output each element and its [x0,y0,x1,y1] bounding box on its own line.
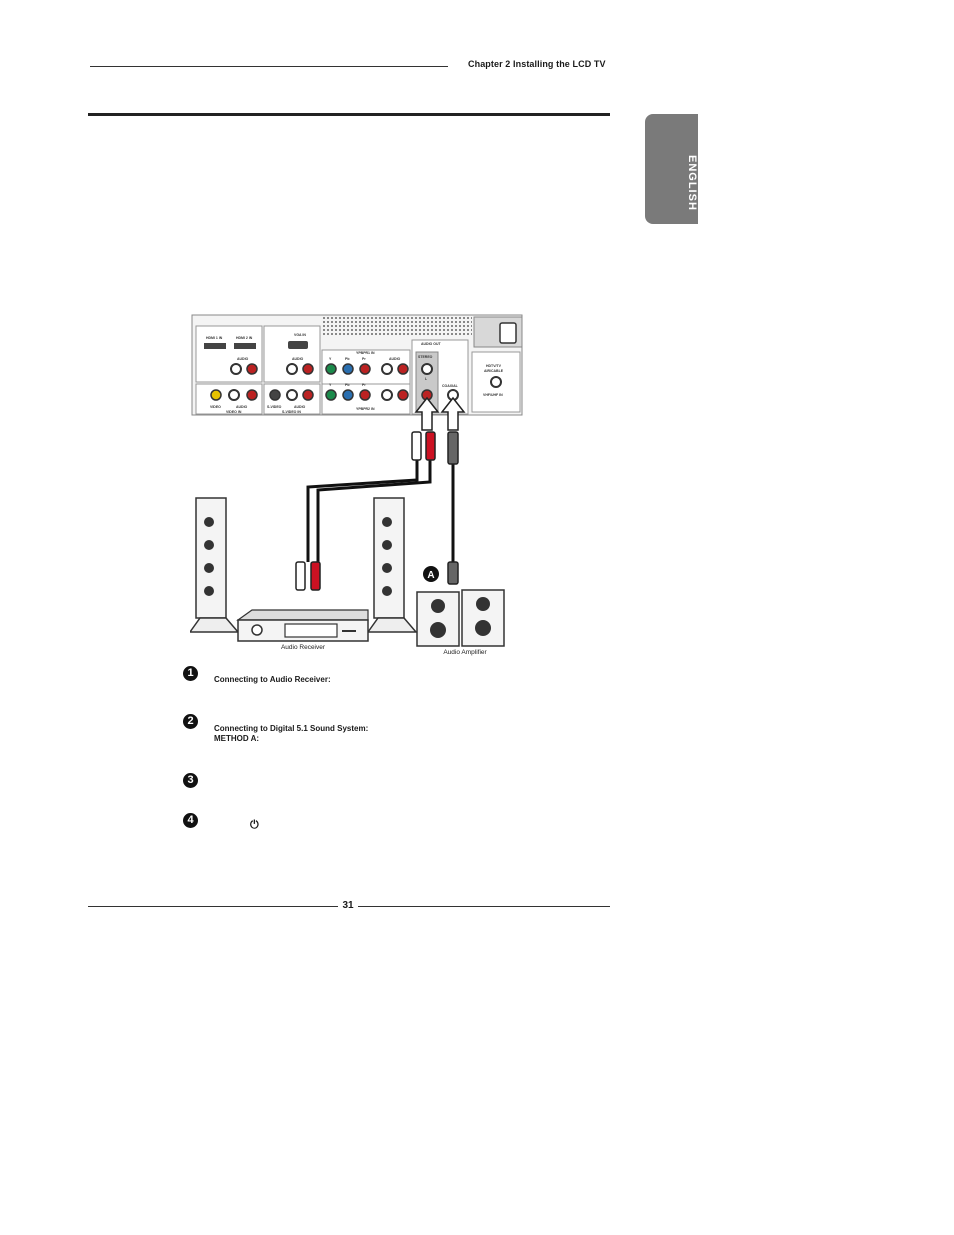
page-number: 31 [338,900,358,911]
connection-diagram: HDMI 1 IN HDMI 2 IN VGA IN AUDIO AUDIO Y… [188,312,525,662]
chapter-title: Chapter 2 Installing the LCD TV [468,59,606,69]
language-tab-label: ENGLISH [686,155,698,211]
y1-label: Y [329,357,332,361]
stereo-label: STEREO [418,355,433,359]
ypbpr1-label: YPBPR1 IN [356,351,375,355]
header-thick-rule [88,113,610,116]
step-3-badge: 3 [183,773,198,788]
step-2-method: METHOD A: [214,734,260,743]
language-tab: ENGLISH [645,114,698,224]
vhf-uhf-label: VHF/UHF IN [483,393,503,397]
hdtv-label: HDTV/TV [486,364,502,368]
audio-out-label: AUDIO OUT [421,342,442,346]
rca-jacks-row1 [230,363,502,388]
pb2-label: Pb [345,383,349,387]
hdmi1-port-icon [204,343,226,349]
step-1-text: Connecting to Audio Receiver: [214,675,331,684]
vga-port-icon [288,341,308,349]
audio-receiver-label: Audio Receiver [281,644,326,651]
step-2-text: Connecting to Digital 5.1 Sound System: [214,724,369,733]
audio3-label: AUDIO [236,405,248,409]
marker-a-badge [423,566,439,582]
power-socket-icon [499,322,517,344]
ypbpr2-label: YPBPR2 IN [356,407,375,411]
audio1-label: AUDIO [237,357,249,361]
left-tower-speaker [188,497,240,633]
svideo-in-label: S-VIDEO IN [282,410,301,414]
right-tower-speaker [366,497,418,633]
hdmi2-label: HDMI 2 IN [236,336,253,340]
pr1-label: Pr [362,357,366,361]
step-2-badge: 2 [183,714,198,729]
pr2-label: Pr [362,383,366,387]
video-in-label: VIDEO IN [226,410,242,414]
step-1-badge: 1 [183,666,198,681]
audio5-label: AUDIO [389,357,401,361]
vent-grid-icon [322,317,472,335]
upload-arrows-icon [414,396,466,431]
audio2-label: AUDIO [292,357,304,361]
vga-label: VGA IN [294,333,306,337]
hdmi2-port-icon [234,343,256,349]
hdmi1-label: HDMI 1 IN [206,336,223,340]
pb1-label: Pb [345,357,349,361]
audio-amplifier-icon [416,589,505,647]
video-label: VIDEO [210,405,221,409]
svideo-label: S-VIDEO [267,405,282,409]
stereo-l-label: L [425,377,428,381]
power-icon: ⏻ [250,818,259,831]
step-4-badge: 4 [183,813,198,828]
rca-jacks-row2 [210,389,459,401]
y2-label: Y [329,383,332,387]
air-cable-label: AIR/CABLE [484,369,504,373]
marker-a-label: A [427,570,434,581]
header-rule-left [90,66,448,67]
coaxial-cable [447,431,459,585]
tv-back-panel: HDMI 1 IN HDMI 2 IN VGA IN AUDIO AUDIO Y… [191,314,523,416]
audio4-label: AUDIO [294,405,306,409]
coaxial-label: COAXIAL [442,384,459,388]
audio-receiver-icon [236,609,369,642]
rca-cable [295,431,436,591]
audio-amplifier-label: Audio Amplifier [443,649,487,656]
